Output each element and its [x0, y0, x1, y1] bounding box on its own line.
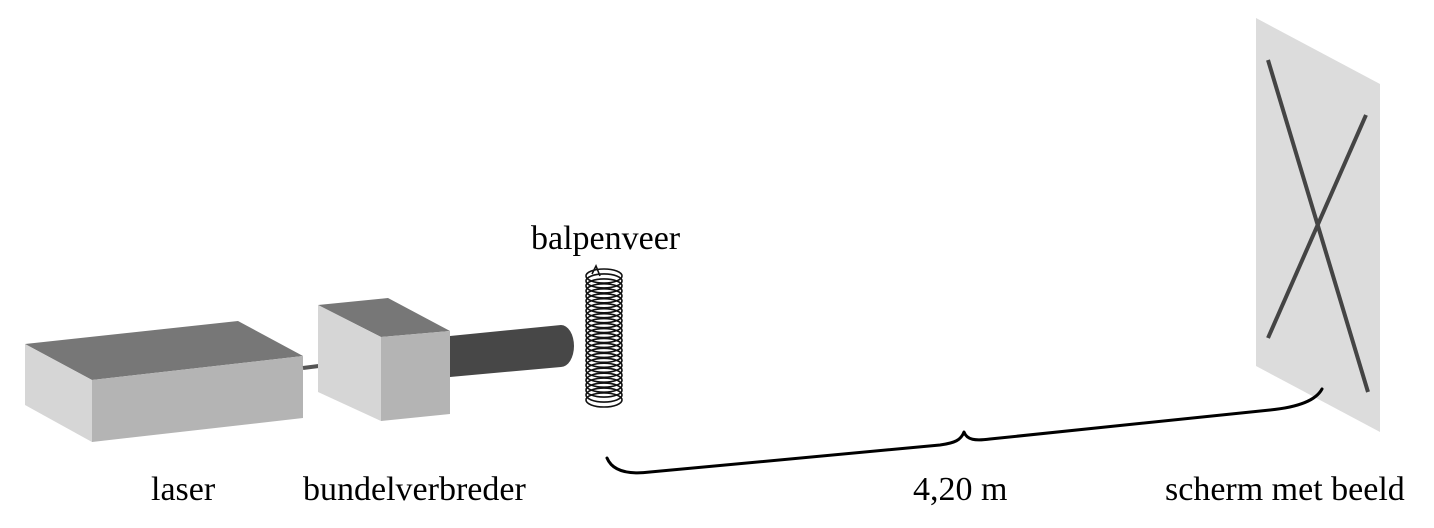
expander-side-face	[318, 305, 381, 421]
spring-coil	[585, 362, 623, 379]
spring-coil	[585, 382, 623, 398]
beam-expander-label: bundelverbreder	[303, 471, 526, 508]
spring-coil	[585, 292, 623, 309]
spring-coil	[585, 337, 623, 354]
spring-coil	[585, 347, 623, 364]
spring-coil	[585, 268, 623, 284]
spring-coil	[585, 297, 623, 314]
distance-label: 4,20 m	[913, 471, 1008, 508]
distance-brace	[605, 387, 1324, 475]
expander-top-face	[318, 298, 450, 337]
pen-spring	[585, 264, 623, 408]
spring-coil	[585, 283, 623, 299]
spring-coil	[585, 357, 623, 374]
laser-device	[25, 321, 303, 442]
screen-label: scherm met beeld	[1165, 471, 1405, 508]
expander-front-face	[381, 331, 450, 421]
spring-coil	[585, 387, 623, 403]
laser-top-face	[25, 321, 303, 380]
spring-coil	[585, 372, 623, 388]
laser-side-face	[25, 344, 92, 442]
spring-coil	[585, 332, 623, 349]
spring-coil	[585, 377, 623, 393]
expander-tube	[450, 325, 574, 377]
image-line-2	[1266, 114, 1368, 339]
spring-coil	[585, 317, 623, 334]
spring-coil	[585, 327, 623, 344]
spring-coil	[585, 278, 623, 294]
spring-coil	[585, 322, 623, 339]
beam-expander-device	[318, 298, 450, 421]
spring-coil	[585, 352, 623, 369]
spring-coil	[585, 367, 623, 384]
spring-coil	[585, 307, 623, 324]
spring-coil	[585, 312, 623, 329]
laser-label: laser	[151, 471, 216, 508]
spring-end	[591, 264, 601, 277]
spring-coil	[585, 273, 623, 289]
screen-with-image	[1256, 18, 1380, 432]
spring-coil	[585, 342, 623, 359]
spring-coil	[585, 302, 623, 319]
spring-coil	[585, 288, 623, 304]
spring-label: balpenveer	[531, 220, 681, 257]
spring-coil	[585, 392, 623, 408]
laser-front-face	[92, 356, 303, 442]
